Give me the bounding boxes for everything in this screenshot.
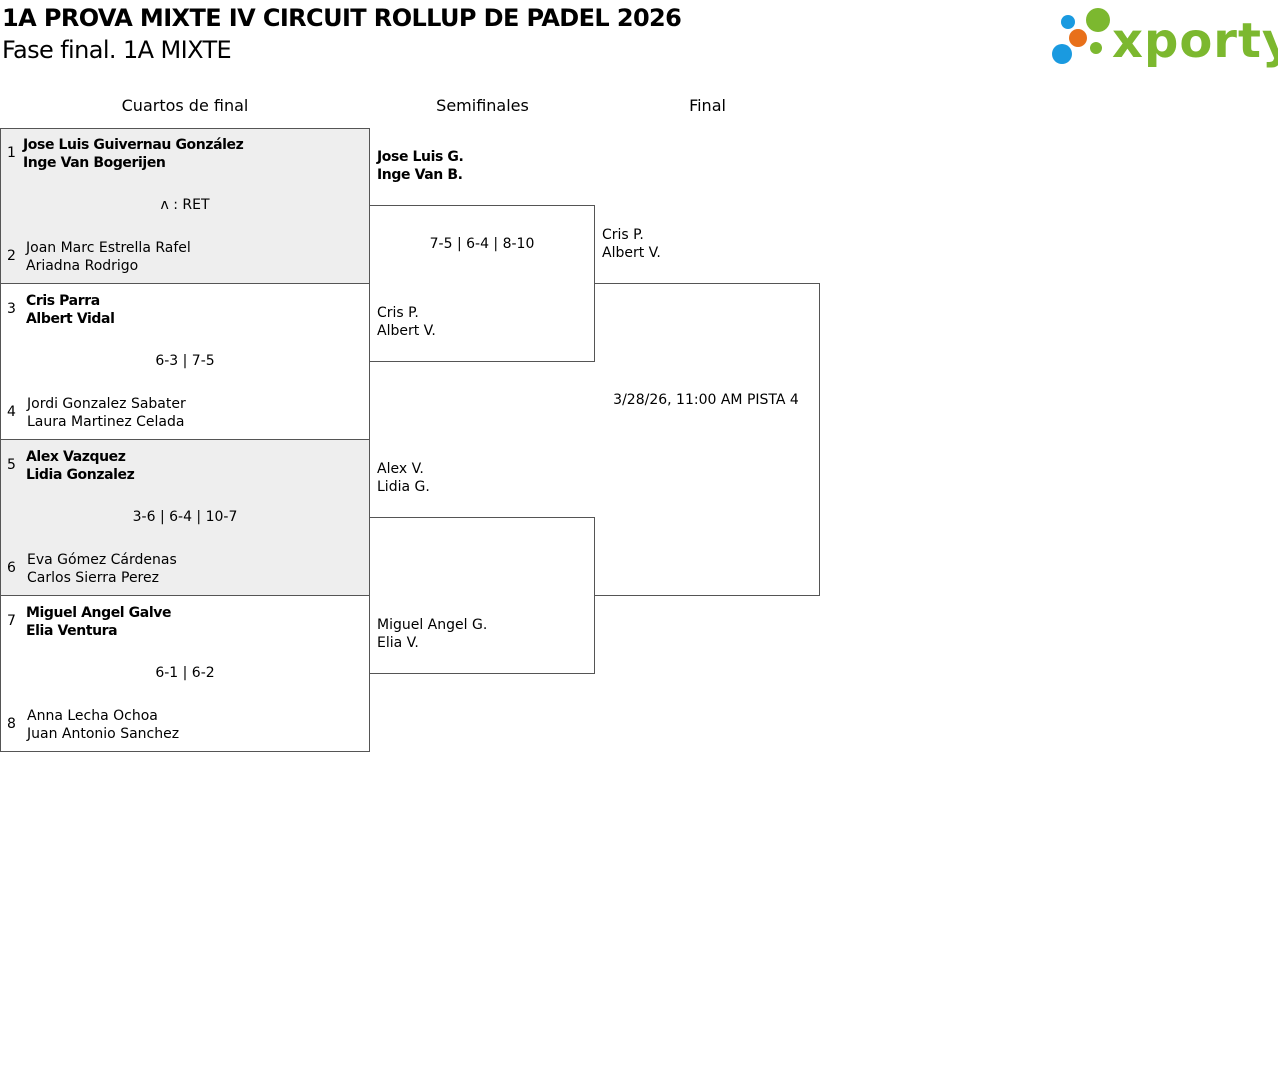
player-name: Anna Lecha Ochoa [27, 708, 158, 724]
sf1-top-pair: Jose Luis G. Inge Van B. [377, 148, 464, 184]
player-name: Alex V. [377, 461, 424, 477]
player-name: Laura Martinez Celada [27, 414, 185, 430]
logo-wordmark: xporty [1112, 13, 1278, 68]
player-name: Joan Marc Estrella Rafel [26, 240, 191, 256]
logo-dot-blue-small [1061, 15, 1075, 29]
player-name: Jose Luis Guivernau González [23, 137, 244, 153]
player-name: Miguel Angel Galve [26, 605, 172, 621]
seed-6: 6 [7, 560, 16, 576]
player-name: Inge Van B. [377, 167, 463, 183]
xporty-logo: xporty [1050, 2, 1280, 69]
player-name: Carlos Sierra Perez [27, 570, 159, 586]
player-name: Cris P. [377, 305, 419, 321]
sf2-bottom-pair: Miguel Angel G. Elia V. [377, 616, 487, 652]
player-name: Cris Parra [26, 293, 100, 309]
sf2-top-pair: Alex V. Lidia G. [377, 460, 430, 496]
seed-1: 1 [7, 145, 16, 161]
player-name: Lidia Gonzalez [26, 467, 135, 483]
seed-7: 7 [7, 613, 16, 629]
player-name: Juan Antonio Sanchez [27, 726, 180, 742]
logo-dot-green-small [1090, 42, 1102, 54]
player-name: Jordi Gonzalez Sabater [27, 396, 186, 412]
qf4-top-pair: Miguel Angel Galve Elia Ventura [26, 604, 171, 640]
logo-dot-blue [1052, 44, 1072, 64]
player-name: Elia Ventura [26, 623, 118, 639]
player-name: Elia V. [377, 635, 419, 651]
final-schedule: 3/28/26, 11:00 AM PISTA 4 [613, 392, 799, 408]
final-match-box [594, 283, 820, 596]
qf2-bottom-pair: Jordi Gonzalez Sabater Laura Martinez Ce… [27, 395, 186, 431]
player-name: Miguel Angel G. [377, 617, 488, 633]
qf1-score: ᴧ : RET [160, 197, 210, 213]
qf1-bottom-pair: Joan Marc Estrella Rafel Ariadna Rodrigo [26, 239, 191, 275]
player-name: Alex Vazquez [26, 449, 126, 465]
phase-subtitle: Fase final. 1A MIXTE [2, 36, 232, 64]
player-name: Jose Luis G. [377, 149, 464, 165]
qf2-top-pair: Cris Parra Albert Vidal [26, 292, 115, 328]
sf1-score: 7-5 | 6-4 | 8-10 [429, 236, 535, 252]
final-top-pair: Cris P. Albert V. [602, 226, 661, 262]
sf1-bottom-pair: Cris P. Albert V. [377, 304, 436, 340]
round-header-final: Final [689, 96, 726, 115]
qf-match-1-box [0, 128, 370, 284]
player-name: Inge Van Bogerijen [23, 155, 166, 171]
qf-match-3-box [0, 439, 370, 596]
qf1-top-pair: Jose Luis Guivernau González Inge Van Bo… [23, 136, 244, 172]
seed-8: 8 [7, 716, 16, 732]
seed-4: 4 [7, 404, 16, 420]
seed-5: 5 [7, 457, 16, 473]
player-name: Albert V. [377, 323, 436, 339]
logo-dot-orange [1069, 29, 1087, 47]
player-name: Albert Vidal [26, 311, 115, 327]
player-name: Cris P. [602, 227, 644, 243]
seed-3: 3 [7, 301, 16, 317]
player-name: Albert V. [602, 245, 661, 261]
player-name: Eva Gómez Cárdenas [27, 552, 177, 568]
tournament-title: 1A PROVA MIXTE IV CIRCUIT ROLLUP DE PADE… [2, 4, 682, 32]
seed-2: 2 [7, 248, 16, 264]
qf3-top-pair: Alex Vazquez Lidia Gonzalez [26, 448, 135, 484]
qf4-bottom-pair: Anna Lecha Ochoa Juan Antonio Sanchez [27, 707, 179, 743]
qf3-bottom-pair: Eva Gómez Cárdenas Carlos Sierra Perez [27, 551, 177, 587]
qf4-score: 6-1 | 6-2 [155, 665, 215, 681]
player-name: Ariadna Rodrigo [26, 258, 139, 274]
logo-dot-green [1086, 8, 1110, 32]
player-name: Lidia G. [377, 479, 430, 495]
qf2-score: 6-3 | 7-5 [155, 353, 215, 369]
round-header-quarterfinals: Cuartos de final [121, 96, 249, 115]
round-header-semifinals: Semifinales [436, 96, 529, 115]
qf3-score: 3-6 | 6-4 | 10-7 [132, 509, 238, 525]
